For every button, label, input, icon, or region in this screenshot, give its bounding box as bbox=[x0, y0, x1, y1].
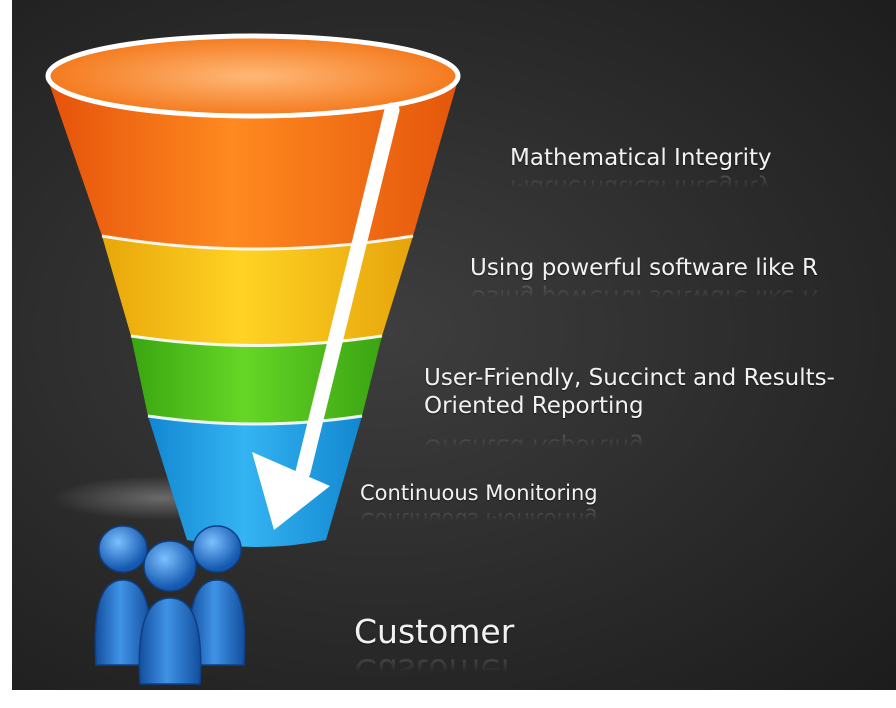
stage-label-software: Using powerful software like R bbox=[470, 255, 818, 281]
funnel-band-green bbox=[131, 336, 382, 424]
stage-label-mathematical-integrity: Mathematical Integrity bbox=[510, 145, 772, 171]
funnel-band-yellow bbox=[102, 236, 413, 346]
customer-label: Customer bbox=[354, 612, 515, 651]
band-separators bbox=[101, 234, 414, 426]
stage-label-reporting-line2: Oriented Reporting bbox=[424, 392, 644, 419]
stage-label-reporting-line1: User-Friendly, Succinct and Results- bbox=[424, 365, 835, 391]
stage-label-continuous-monitoring: Continuous Monitoring bbox=[360, 481, 598, 505]
funnel-band-orange bbox=[48, 80, 458, 249]
funnel-diagram bbox=[45, 33, 461, 685]
down-arrow-icon bbox=[252, 102, 400, 530]
funnel-band-blue bbox=[148, 416, 362, 547]
stage-label-reporting: User-Friendly, Succinct and Results- Ori… bbox=[424, 365, 894, 420]
funnel-top-rim bbox=[45, 33, 461, 119]
people-group-icon bbox=[94, 525, 246, 685]
slide: Mathematical Integrity Mathematical Inte… bbox=[12, 0, 896, 690]
